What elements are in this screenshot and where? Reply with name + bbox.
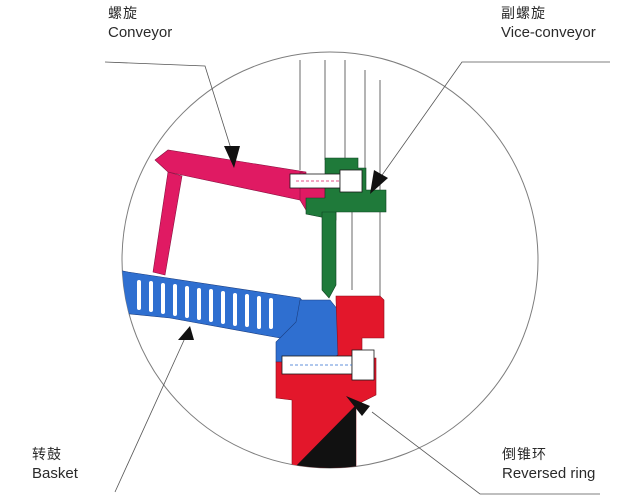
label-reversed-ring-cn: 倒锥环 [502,447,547,463]
label-basket-cn: 转鼓 [32,447,62,463]
label-vice-conveyor-cn: 副螺旋 [501,6,546,22]
label-reversed-ring: 倒锥环 Reversed ring [502,447,595,483]
label-vice-conveyor: 副螺旋 Vice-conveyor [501,6,596,42]
label-conveyor: 螺旋 Conveyor [108,6,172,42]
label-basket-en: Basket [32,464,78,482]
label-basket: 转鼓 Basket [32,447,78,483]
label-conveyor-cn: 螺旋 [108,6,138,22]
label-reversed-ring-en: Reversed ring [502,464,596,482]
leader-reversed-ring [346,396,600,495]
leader-basket [114,326,194,493]
leader-vice-conveyor [370,61,610,194]
vice-bolt [289,169,363,193]
reversed-ring-part [275,295,385,468]
basket-part [122,269,339,363]
label-vice-conveyor-en: Vice-conveyor [501,23,596,41]
conveyor-part [152,149,326,276]
leader-conveyor [104,61,240,168]
label-conveyor-en: Conveyor [108,23,173,41]
